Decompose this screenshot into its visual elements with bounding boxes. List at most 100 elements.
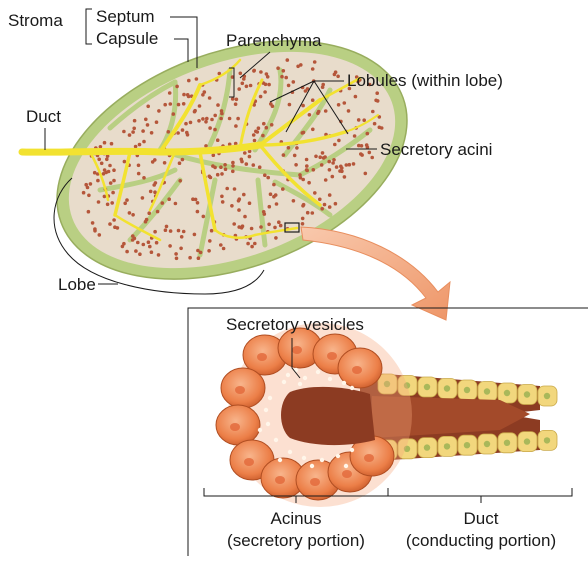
acinus-dot: [182, 93, 186, 97]
acinus-dot: [373, 122, 377, 126]
acinus-dot: [235, 98, 239, 102]
acinus-dot: [122, 130, 126, 134]
acinus-dot: [175, 85, 179, 89]
label-duct-upper: Duct: [26, 107, 61, 126]
acinus-dot: [366, 132, 370, 136]
acinus-dot: [253, 139, 257, 143]
acinus-dot: [228, 117, 232, 121]
acinus-dot: [174, 202, 178, 206]
vesicle: [266, 422, 270, 426]
acinus-dot: [257, 126, 261, 130]
acinus-dot: [250, 245, 254, 249]
acinar-nucleus: [364, 454, 374, 462]
acinus-dot: [167, 130, 171, 134]
duct-nucleus: [484, 441, 490, 447]
acinar-nucleus: [230, 423, 240, 431]
acinus-dot: [284, 76, 288, 80]
acinus-dot: [305, 164, 309, 168]
acinus-dot: [343, 101, 347, 105]
label-lobe: Lobe: [58, 275, 96, 294]
acinus-dot: [336, 75, 340, 79]
acinus-dot: [157, 109, 161, 113]
acinus-dot: [279, 224, 283, 228]
label-secretory-acini: Secretory acini: [380, 140, 492, 159]
acinus-dot: [142, 176, 146, 180]
acinus-dot: [236, 117, 240, 121]
acinus-dot: [311, 67, 315, 71]
acinus-dot: [328, 205, 332, 209]
vesicle: [316, 370, 320, 374]
acinus-dot: [212, 153, 216, 157]
acinus-dot: [178, 161, 182, 165]
acinus-dot: [105, 158, 109, 162]
acinus-dot: [204, 120, 208, 124]
acinus-dot: [239, 72, 243, 76]
acinus-dot: [156, 210, 160, 214]
acinus-dot: [147, 240, 151, 244]
acinus-dot: [313, 191, 317, 195]
acinus-dot: [155, 241, 159, 245]
acinus-dot: [246, 242, 250, 246]
acinus-dot: [305, 168, 309, 172]
acinus-dot: [316, 111, 320, 115]
acinus-dot: [177, 229, 181, 233]
zoom-arrow: [301, 227, 450, 320]
acinus-dot: [353, 134, 357, 138]
label-secretory-vesicles: Secretory vesicles: [226, 315, 364, 334]
acinus-dot: [219, 243, 223, 247]
acinus-dot: [141, 196, 145, 200]
acinus-dot: [248, 201, 252, 205]
acinus-dot: [182, 102, 186, 106]
acinus-dot: [93, 229, 97, 233]
acinus-dot: [253, 242, 257, 246]
acinus-dot: [347, 109, 351, 113]
acinus-dot: [241, 82, 245, 86]
acinus-dot: [242, 193, 246, 197]
acinus-dot: [311, 128, 315, 132]
acinus-dot: [150, 250, 154, 254]
acinus-dot: [237, 87, 241, 91]
acinus-dot: [189, 121, 193, 125]
acinus-dot: [144, 118, 148, 122]
acinus-dot: [112, 218, 116, 222]
acinus-dot: [148, 245, 152, 249]
acinus-dot: [263, 90, 267, 94]
duct-nucleus: [524, 438, 530, 444]
acinus-dot: [193, 233, 197, 237]
acinus-dot: [269, 192, 273, 196]
acinus-dot: [327, 160, 331, 164]
acinus-dot: [245, 85, 249, 89]
acinar-nucleus: [275, 476, 285, 484]
label-duct-lower: Duct: [464, 509, 499, 528]
vesicle: [282, 380, 286, 384]
acinus-dot: [201, 117, 205, 121]
acinus-dot: [195, 77, 199, 81]
vesicle: [264, 408, 268, 412]
acinus-dot: [222, 247, 226, 251]
acinus-dot: [142, 140, 146, 144]
acinus-dot: [252, 163, 256, 167]
duct-nucleus: [424, 444, 430, 450]
acinus-dot: [292, 80, 296, 84]
acinus-dot: [97, 200, 101, 204]
acinar-nucleus: [342, 470, 352, 478]
acinus-dot: [216, 173, 220, 177]
acinus-dot: [243, 151, 247, 155]
vesicle: [288, 450, 292, 454]
acinus-dot: [201, 93, 205, 97]
acinus-dot: [220, 172, 224, 176]
acinus-dot: [375, 91, 379, 95]
acinus-dot: [287, 84, 291, 88]
acinus-dot: [198, 104, 202, 108]
acinus-dot: [84, 183, 88, 187]
vesicle: [286, 373, 290, 377]
acinus-dot: [188, 256, 192, 260]
label-lobules: Lobules (within lobe): [347, 71, 503, 90]
vesicle: [278, 458, 282, 462]
duct-nucleus: [544, 393, 550, 399]
acinus-dot: [121, 245, 125, 249]
acinus-dot: [259, 225, 263, 229]
acinus-dot: [233, 187, 237, 191]
acinus-dot: [320, 207, 324, 211]
